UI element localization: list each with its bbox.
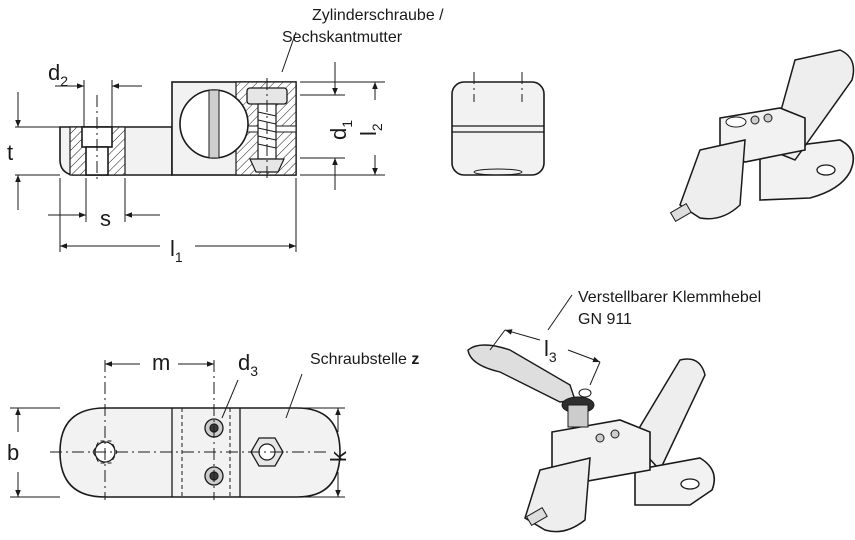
dim-d1: d1 [326, 120, 355, 140]
note-screw-line2: Sechskantmutter [282, 29, 403, 46]
dim-k: k [326, 450, 351, 462]
note-lever-line1: Verstellbarer Klemmhebel [578, 289, 761, 306]
bore-key [208, 89, 220, 159]
dim-s: s [100, 206, 111, 231]
iso-view-top [669, 49, 855, 223]
top-view [10, 360, 345, 500]
iso-shaft-lower [679, 139, 746, 220]
dim-d2: d2 [48, 60, 68, 89]
side-view [451, 72, 545, 176]
dim-t: t [7, 140, 13, 165]
side-block [451, 81, 545, 176]
dim-l2: l2 [356, 123, 385, 136]
hex-nut [249, 158, 285, 173]
dim-m: m [152, 350, 170, 375]
note-schraubstelle: Schraubstelle z [310, 351, 419, 368]
dim-d3: d3 [238, 350, 258, 379]
front-section-view [15, 31, 385, 252]
iso-view-lever [467, 294, 716, 533]
iso2-base-plate [634, 457, 716, 506]
dim-l1: l1 [170, 236, 183, 265]
dim-b: b [7, 440, 19, 465]
note-lever-line2: GN 911 [578, 311, 632, 328]
clamping-lever [467, 344, 576, 403]
note-screw-line1: Zylinderschraube / [312, 7, 444, 24]
dim-l3: l3 [544, 336, 557, 365]
